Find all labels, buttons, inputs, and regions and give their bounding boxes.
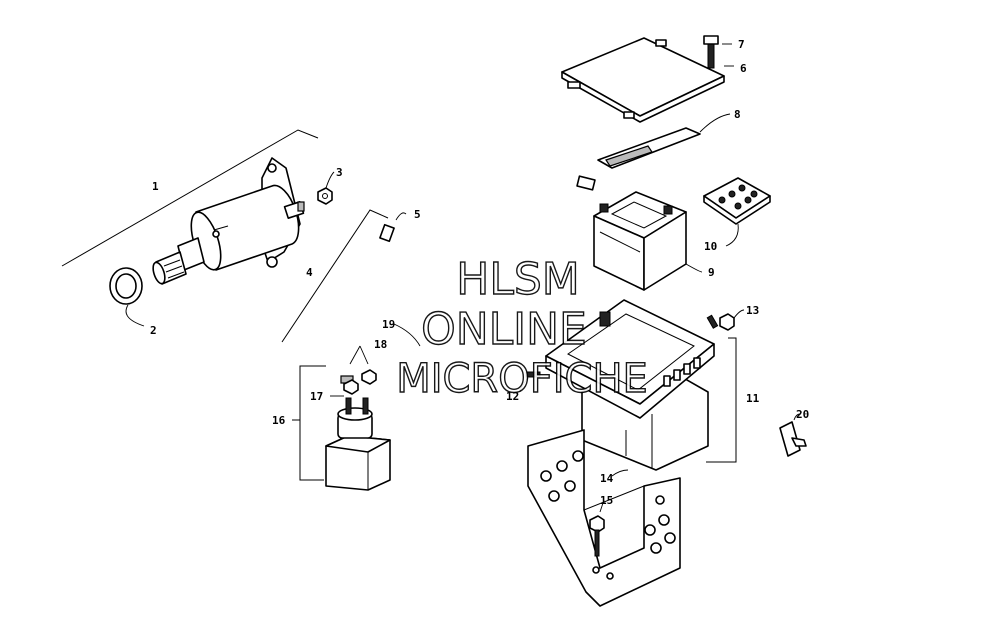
callout-10: 10 (704, 240, 717, 253)
bracket-holes (540, 450, 676, 580)
callout-11: 11 (746, 392, 760, 405)
starter-motor[interactable] (61, 129, 319, 285)
watermark: HLSM ONLINE MICROFICHE (395, 253, 648, 402)
callout-12: 12 (506, 390, 519, 403)
callout-7: 7 (738, 38, 745, 51)
callout-15: 15 (600, 494, 613, 507)
callout-8: 8 (734, 108, 741, 121)
watermark-line-1: HLSM (456, 254, 580, 305)
callout-4: 4 (306, 266, 313, 279)
callout-1: 1 (152, 180, 159, 193)
clip[interactable] (779, 413, 807, 457)
o-ring[interactable] (109, 267, 145, 327)
battery-cable[interactable] (371, 166, 596, 379)
hardware-kit[interactable] (703, 177, 771, 247)
callout-5: 5 (414, 208, 421, 221)
callout-13: 13 (746, 304, 759, 317)
callout-18: 18 (374, 338, 387, 351)
vent-slots (663, 357, 701, 387)
mounting-bracket[interactable] (527, 429, 681, 607)
callout-9: 9 (708, 266, 715, 279)
callout-2: 2 (150, 324, 157, 337)
callout-3: 3 (336, 166, 343, 179)
callout-20: 20 (796, 408, 809, 421)
callout-19: 19 (382, 318, 395, 331)
watermark-line-2: ONLINE (421, 304, 587, 355)
callout-14: 14 (600, 472, 614, 485)
callouts: 1 2 3 4 5 6 7 8 9 10 11 12 13 14 15 16 1… (150, 38, 809, 507)
starter-cable[interactable] (281, 209, 407, 384)
callout-16: 16 (272, 414, 286, 427)
callout-6: 6 (740, 62, 747, 75)
battery-box[interactable] (519, 299, 745, 471)
battery-cover[interactable] (561, 35, 734, 123)
callout-17: 17 (310, 390, 323, 403)
starter-solenoid[interactable] (292, 345, 391, 491)
watermark-line-3: MICROFICHE (396, 356, 648, 402)
battery[interactable] (593, 191, 703, 291)
starter-nut[interactable] (317, 171, 335, 205)
battery-strap[interactable] (597, 113, 731, 169)
